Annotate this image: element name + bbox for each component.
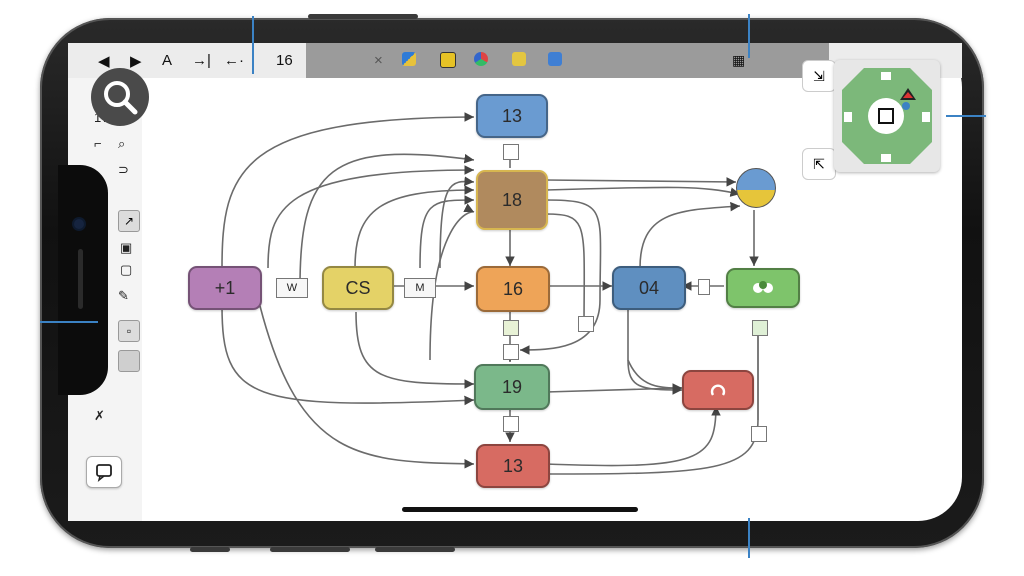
minimap-expand-button[interactable]: ⇲	[802, 60, 836, 92]
connector-handle-right[interactable]	[578, 316, 594, 332]
group-icon	[753, 281, 773, 293]
tool-3-icon[interactable]: ⌐	[94, 136, 102, 151]
connector-handle-bottom[interactable]	[751, 426, 767, 442]
text-tool-button[interactable]: A	[162, 52, 173, 69]
frame-icon[interactable]: ▢	[120, 262, 133, 277]
node-mid[interactable]: 16	[476, 266, 550, 312]
blue-shape-icon[interactable]	[548, 52, 562, 66]
layers-icon[interactable]: ▣	[120, 240, 133, 255]
arrow-tool-icon[interactable]: ↗	[118, 210, 140, 232]
search-icon	[104, 81, 138, 115]
connector-chip-left[interactable]: W	[276, 278, 308, 298]
forward-icon[interactable]: ▶	[130, 53, 142, 70]
shape-palette-icon[interactable]	[402, 52, 416, 66]
shape-fill-icon[interactable]	[118, 350, 140, 372]
connector-handle-mid[interactable]	[503, 320, 519, 336]
power-button	[308, 14, 418, 19]
node-top[interactable]: 13	[476, 94, 548, 138]
home-indicator[interactable]	[402, 507, 638, 512]
sticky-note-icon[interactable]	[512, 52, 526, 66]
toolbar-shape-strip	[306, 43, 829, 78]
pen-icon[interactable]: ✎	[118, 288, 129, 303]
callout-line-right	[946, 115, 986, 117]
phone-notch	[58, 165, 108, 395]
node-loop[interactable]	[682, 370, 754, 410]
search-button[interactable]	[91, 68, 149, 126]
tool-5-icon[interactable]: ⊃	[118, 162, 129, 177]
node-bottom[interactable]: 13	[476, 444, 550, 488]
volume-button-bottom-3	[375, 547, 455, 552]
page-number: 16	[276, 52, 293, 69]
speaker-grille	[78, 249, 83, 309]
connector-handle-low[interactable]	[503, 416, 519, 432]
connector-chip-cs[interactable]: M	[404, 278, 436, 298]
yellow-shape-icon[interactable]	[440, 52, 456, 68]
node-circle[interactable]	[736, 168, 776, 208]
close-shape-icon[interactable]: ×	[374, 52, 383, 69]
loop-icon	[710, 384, 726, 396]
front-camera	[74, 219, 84, 229]
callout-line-top-left	[252, 16, 254, 74]
connector-tool-icon[interactable]: →|	[192, 52, 211, 69]
node-right[interactable]: 04	[612, 266, 686, 310]
minimap-icon	[842, 68, 932, 164]
node-cs[interactable]: CS	[322, 266, 394, 310]
callout-line-left	[40, 321, 98, 323]
connector-handle-top[interactable]	[503, 144, 519, 160]
callout-line-top-right	[748, 14, 750, 58]
node-center[interactable]: 18	[476, 170, 548, 230]
volume-button-bottom-2	[270, 547, 350, 552]
back-icon[interactable]: ◀	[98, 53, 110, 70]
color-picker-icon[interactable]	[474, 52, 488, 66]
node-lower[interactable]: 19	[474, 364, 550, 410]
delete-icon[interactable]: ✗	[94, 408, 105, 423]
connector-handle-mid-2[interactable]	[503, 344, 519, 360]
tool-4-icon[interactable]: ⌕	[118, 136, 126, 151]
table-icon[interactable]: ▦	[732, 52, 746, 68]
node-left[interactable]: +1	[188, 266, 262, 310]
arrow-tool-icon[interactable]: ←·	[224, 52, 244, 69]
minimap[interactable]	[834, 60, 940, 172]
chat-icon	[96, 464, 112, 482]
volume-button-bottom	[190, 547, 230, 552]
connector-handle-green[interactable]	[752, 320, 768, 336]
connector-handle-04[interactable]	[698, 279, 710, 295]
callout-line-bottom	[748, 518, 750, 558]
chat-button[interactable]	[86, 456, 122, 488]
comment-tool-icon[interactable]: ▫	[118, 320, 140, 342]
node-green[interactable]	[726, 268, 800, 308]
